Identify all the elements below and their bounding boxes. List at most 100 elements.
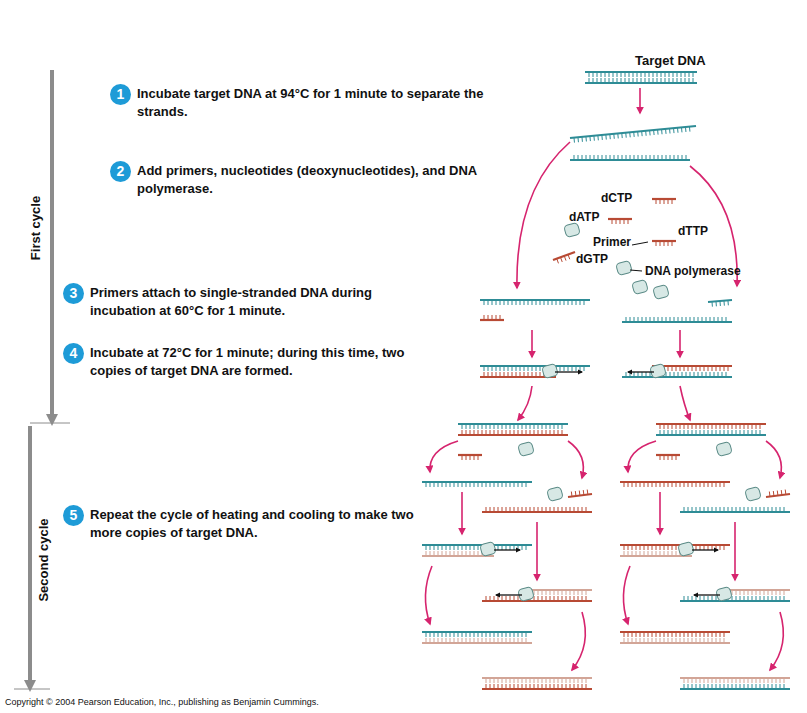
leader-line [630, 270, 642, 271]
leader-line [632, 242, 648, 245]
step-callout: 5 Repeat the cycle of heating and cooling… [63, 505, 440, 542]
dna-strand [422, 638, 532, 643]
dna-polymerase [564, 222, 581, 237]
dna-strand [652, 241, 676, 246]
dna-strand [620, 632, 730, 637]
process-arrow [623, 566, 630, 624]
cycle-label: Second cycle [36, 515, 51, 604]
dna-polymerase [547, 486, 564, 501]
callout-number: 1 [110, 84, 131, 105]
dna-strand [458, 430, 568, 435]
step-callout: 3 Primers attach to single-stranded DNA d… [63, 283, 440, 320]
dna-strand [570, 155, 690, 160]
step-text: Incubate target DNA at 94°C for 1 minute… [137, 85, 487, 121]
dna-strand [620, 638, 730, 643]
copyright-note: Copyright © 2004 Pearson Education, Inc.… [5, 697, 319, 707]
dna-strand [422, 632, 532, 637]
process-arrow [679, 330, 681, 357]
dna-strand [656, 430, 766, 435]
dna-strand [585, 72, 697, 77]
dna-polymerase [745, 486, 762, 501]
dna-polymerase [716, 586, 733, 601]
process-arrow [568, 441, 583, 478]
dna-strand [568, 490, 592, 497]
dna-strand [458, 424, 568, 429]
dna-polymerase [518, 441, 535, 456]
synthesis-arrow [692, 549, 718, 550]
process-arrow [680, 386, 690, 420]
process-arrow [628, 441, 656, 472]
step-callout: 4 Incubate at 72°C for 1 minute; during t… [63, 343, 440, 380]
dna-strand [708, 300, 732, 307]
cycle-bar [28, 426, 32, 686]
callout-number: 3 [63, 283, 84, 304]
synthesis-arrow [494, 549, 520, 550]
process-arrow [639, 88, 641, 113]
step-callout: 2Add primers, nucleotides (deoxynucleoti… [110, 161, 487, 198]
dna-strand [620, 482, 730, 487]
dna-strand [458, 455, 482, 460]
dna-strand [620, 545, 730, 550]
cycle-rule [14, 689, 50, 690]
dna-strand [622, 317, 732, 322]
process-arrow [425, 566, 432, 624]
step-text: Repeat the cycle of heating and cooling … [90, 506, 440, 542]
dna-strand [585, 78, 697, 83]
primer-label: Primer [593, 235, 631, 249]
dna-polymerase [632, 279, 649, 294]
dna-strand [480, 315, 504, 320]
nucleotide-label: dTTP [678, 224, 708, 238]
dna-strand [766, 490, 790, 497]
process-arrow [770, 612, 783, 670]
nucleotide-label: dATP [569, 210, 599, 224]
synthesis-arrow [628, 371, 654, 372]
dna-strand [680, 678, 790, 683]
dna-strand [422, 545, 532, 550]
nucleotide-label: dGTP [576, 252, 608, 266]
dna-polymerase [650, 363, 667, 378]
cycle-bar [50, 70, 54, 420]
dna-strand [656, 424, 766, 429]
dna-polymerase [653, 284, 670, 299]
dna-polymerase [716, 441, 733, 456]
dna-strand [422, 482, 532, 487]
dna-polymerase [616, 260, 633, 275]
process-arrow [734, 522, 736, 580]
nucleotide-label: dCTP [601, 191, 632, 205]
process-arrow [518, 386, 532, 420]
process-arrow [536, 522, 538, 580]
dna-strand [482, 684, 592, 689]
step-text: Primers attach to single-stranded DNA du… [90, 284, 440, 320]
dna-strand [652, 199, 676, 204]
dna-strand [680, 596, 790, 601]
callout-number: 2 [110, 161, 131, 182]
callout-number: 4 [63, 343, 84, 364]
dna-strand [480, 366, 590, 371]
dna-strand [680, 507, 790, 512]
process-arrow [430, 441, 458, 472]
dna-strand [482, 507, 592, 512]
figure-heading: Target DNA [635, 53, 706, 68]
callout-number: 5 [63, 505, 84, 526]
cycle-rule [30, 423, 70, 424]
synthesis-arrow [496, 594, 522, 595]
dna-strand [482, 678, 592, 683]
process-arrow [517, 142, 570, 288]
dna-strand [680, 684, 790, 689]
step-callout: 1 Incubate target DNA at 94°C for 1 minut… [110, 84, 487, 121]
dna-strand [482, 596, 592, 601]
process-arrow [659, 492, 661, 534]
dna-polymerase [678, 541, 695, 556]
process-arrow [531, 330, 533, 357]
process-arrow [572, 612, 585, 670]
dna-strand [656, 455, 680, 460]
dna-polymerase [542, 363, 559, 378]
enzyme-label: DNA polymerase [645, 264, 741, 278]
step-text: Incubate at 72°C for 1 minute; during th… [90, 344, 440, 380]
process-arrow [461, 492, 463, 534]
dna-strand [480, 300, 590, 305]
dna-polymerase [480, 541, 497, 556]
synthesis-arrow [555, 371, 582, 372]
dna-strand [553, 252, 575, 263]
